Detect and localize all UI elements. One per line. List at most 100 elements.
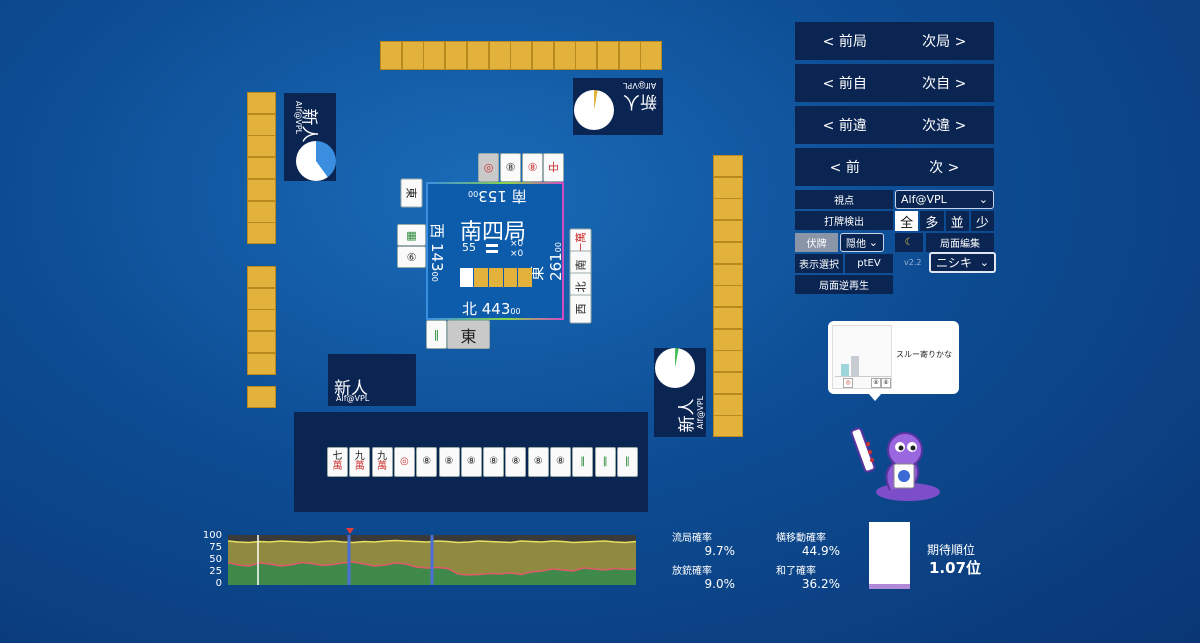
model-value: ニシキ	[936, 256, 973, 270]
viewpoint-value: Alf@VPL	[901, 193, 947, 206]
wall-tile	[247, 92, 276, 114]
hand-tile[interactable]: 七萬	[327, 447, 348, 477]
y-tick: 50	[209, 554, 222, 565]
hand-tile[interactable]: ⑧	[460, 447, 482, 477]
nav-round: < 前局 次局 >	[795, 22, 994, 60]
viewpoint-select[interactable]: Alf@VPL⌄	[895, 190, 994, 209]
houju-label: 放銃確率	[672, 566, 712, 577]
hand-tile[interactable]: 九萬	[371, 447, 393, 477]
ptev-button[interactable]: ptEV	[845, 254, 893, 273]
wall-tile	[597, 41, 619, 70]
wall-tile	[640, 41, 663, 70]
north-score: 北 44300	[462, 300, 521, 318]
detect-option-few[interactable]: 少	[970, 211, 994, 231]
wall-tile	[247, 309, 276, 332]
hora-value: 36.2%	[801, 577, 840, 591]
hidden-select[interactable]: 隠他⌄	[840, 233, 884, 252]
ryukyoku-label: 流局確率	[672, 533, 712, 544]
nav-diff: < 前違 次違 >	[795, 106, 994, 144]
next-diff-button[interactable]: 次違 >	[922, 118, 967, 134]
model-select[interactable]: ニシキ ⌄	[929, 252, 996, 273]
hand-tile[interactable]: ◎	[393, 447, 415, 477]
chevron-down-icon: ⌄	[868, 236, 878, 249]
hand-tile[interactable]: ‖	[594, 447, 616, 477]
speech-bubble: ◎ ⑧ ⑧ スルー寄りかな	[828, 321, 959, 401]
wall-tile	[247, 157, 276, 180]
mini-tile: ◎	[843, 378, 853, 388]
mini-tile: ⑧	[871, 378, 881, 388]
stick-icon	[486, 244, 498, 247]
yokoido-label: 横移動確率	[776, 533, 826, 544]
wall-tile	[247, 200, 276, 223]
hand-tile[interactable]: ⑧	[438, 447, 460, 477]
wall-tile	[247, 352, 276, 375]
player-name: 新人	[334, 379, 368, 399]
dora-indicator	[460, 268, 532, 287]
wall-tile	[713, 176, 743, 199]
wall-tile	[575, 41, 598, 70]
tile: 中	[543, 153, 564, 182]
prev-button[interactable]: < 前	[829, 160, 860, 176]
wall-tile	[713, 155, 743, 177]
tile: 東	[447, 320, 490, 349]
wall-tile	[713, 263, 743, 286]
discard-detect-label: 打牌検出	[795, 211, 893, 230]
wall-tile	[466, 41, 489, 70]
board-edit-button[interactable]: 局面編集	[926, 233, 994, 252]
player-card-top: 新人 Alf@VPL	[573, 78, 663, 135]
tile: ⑧	[522, 153, 543, 182]
snake-mascot	[850, 427, 940, 501]
y-tick: 0	[215, 578, 222, 589]
west-score: 西 14300	[427, 223, 446, 282]
next-button[interactable]: 次 >	[929, 160, 960, 176]
detect-option-all[interactable]: 全	[895, 211, 919, 231]
detect-option-normal[interactable]: 並	[945, 211, 969, 231]
next-self-button[interactable]: 次自 >	[922, 76, 967, 92]
hand-tile[interactable]: ⑧	[527, 447, 549, 477]
bubble-tail	[868, 393, 882, 401]
expected-rank-label: 期待順位	[927, 543, 976, 557]
y-axis-ticks: 100 75 50 25 0	[198, 530, 222, 590]
wall-tile	[713, 285, 743, 308]
hand-tile[interactable]: ⑧	[483, 447, 505, 477]
hand-tile[interactable]: ⑧	[505, 447, 527, 477]
wall-tile	[247, 331, 276, 354]
prev-diff-button[interactable]: < 前違	[822, 118, 867, 134]
yokoido-value: 44.9%	[801, 544, 840, 558]
reverse-play-button[interactable]: 局面逆再生	[795, 275, 893, 294]
chevron-down-icon: ⌄	[979, 256, 989, 269]
hidden-tiles-button[interactable]: 伏牌	[795, 233, 838, 252]
player-name: 新人	[677, 398, 698, 433]
current-position-marker	[346, 528, 354, 534]
round-title: 南四局	[460, 220, 527, 245]
probability-chart[interactable]	[228, 535, 636, 585]
detect-option-many[interactable]: 多	[920, 211, 944, 231]
ryukyoku-value: 9.7%	[704, 544, 736, 558]
hand-tile[interactable]: ⑧	[416, 447, 438, 477]
hand-tile[interactable]: ⑧	[550, 447, 571, 477]
player-card-self: 新人 Alf@VPL	[328, 354, 416, 406]
tile: ⑧	[500, 153, 521, 182]
wall-tile	[247, 178, 276, 201]
y-tick: 75	[209, 542, 222, 553]
mini-tile: ⑧	[881, 378, 891, 388]
wall-tile	[247, 135, 276, 158]
moon-icon[interactable]: ☾	[895, 233, 923, 252]
hand-tile[interactable]: ‖	[616, 447, 638, 477]
wall-tile	[423, 41, 446, 70]
prev-self-button[interactable]: < 前自	[822, 76, 867, 92]
expected-rank-value: 1.07位	[929, 559, 982, 577]
prev-round-button[interactable]: < 前局	[822, 34, 867, 50]
y-tick: 25	[209, 566, 222, 577]
hora-label: 和了確率	[776, 566, 816, 577]
hand-tile[interactable]: ‖	[572, 447, 594, 477]
display-select-button[interactable]: 表示選択	[795, 254, 843, 273]
player-handle: Alf@VPL	[336, 394, 370, 403]
hand-tile[interactable]: 九萬	[349, 447, 371, 477]
center-board: 南 15300 西 14300 東 26100 北 44300 南四局 55 ×…	[426, 182, 565, 320]
honba-count: 55	[462, 241, 476, 254]
version-label: v2.2	[904, 258, 922, 267]
mini-chart: ◎ ⑧ ⑧	[832, 325, 892, 389]
next-round-button[interactable]: 次局 >	[922, 34, 967, 50]
wall-tile	[401, 41, 424, 70]
